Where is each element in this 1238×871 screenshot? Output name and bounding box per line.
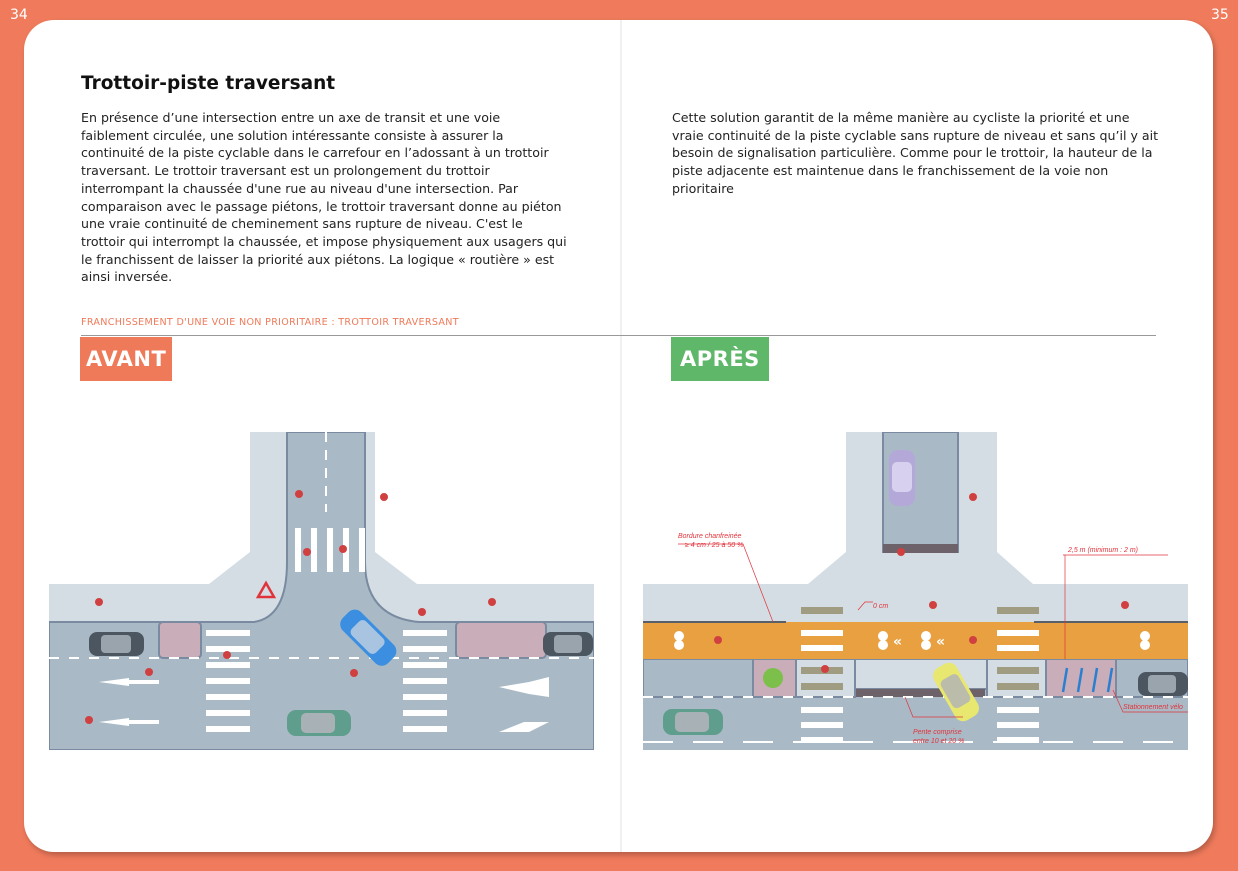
right-paragraph: Cette solution garantit de la même maniè… [672, 110, 1159, 196]
caption-rule [81, 335, 1156, 336]
car-green [663, 709, 723, 735]
car-gray-right [543, 632, 593, 656]
car-purple [889, 450, 915, 506]
annotation-bordure-2: ≥ 4 cm / 25 à 50 % [685, 542, 743, 549]
annotation-pente-1: Pente comprise [913, 729, 962, 736]
svg-text:«: « [893, 634, 902, 650]
after-badge: APRÈS [671, 337, 769, 381]
figure-caption: FRANCHISSEMENT D'UNE VOIE NON PRIORITAIR… [81, 317, 459, 328]
page-number-left: 34 [10, 7, 28, 23]
car-gray [1138, 672, 1188, 696]
annotation-bordure-1: Bordure chanfreinée [678, 533, 742, 540]
left-paragraph: En présence d’une intersection entre un … [81, 110, 567, 285]
annotation-parking: Stationnement vélo [1123, 704, 1183, 711]
tree-icon [763, 668, 783, 688]
car-blue [340, 609, 397, 666]
car-yellow [933, 662, 979, 722]
annotation-pente-2: entre 10 et 20 % [913, 738, 964, 745]
section-title: Trottoir-piste traversant [81, 73, 336, 94]
before-badge: AVANT [80, 337, 173, 381]
before-diagram [49, 432, 594, 750]
svg-text:«: « [936, 634, 945, 650]
car-gray-left [89, 632, 144, 656]
annotation-zero: 0 cm [873, 603, 888, 610]
car-green [287, 710, 351, 736]
page-number-right: 35 [1211, 7, 1229, 23]
page-fold [620, 20, 622, 852]
annotation-width: 2,5 m (minimum : 2 m) [1067, 547, 1138, 554]
after-diagram: « « Bordure chanfreinée ≥ 4 cm / 25 à 50… [643, 432, 1188, 750]
